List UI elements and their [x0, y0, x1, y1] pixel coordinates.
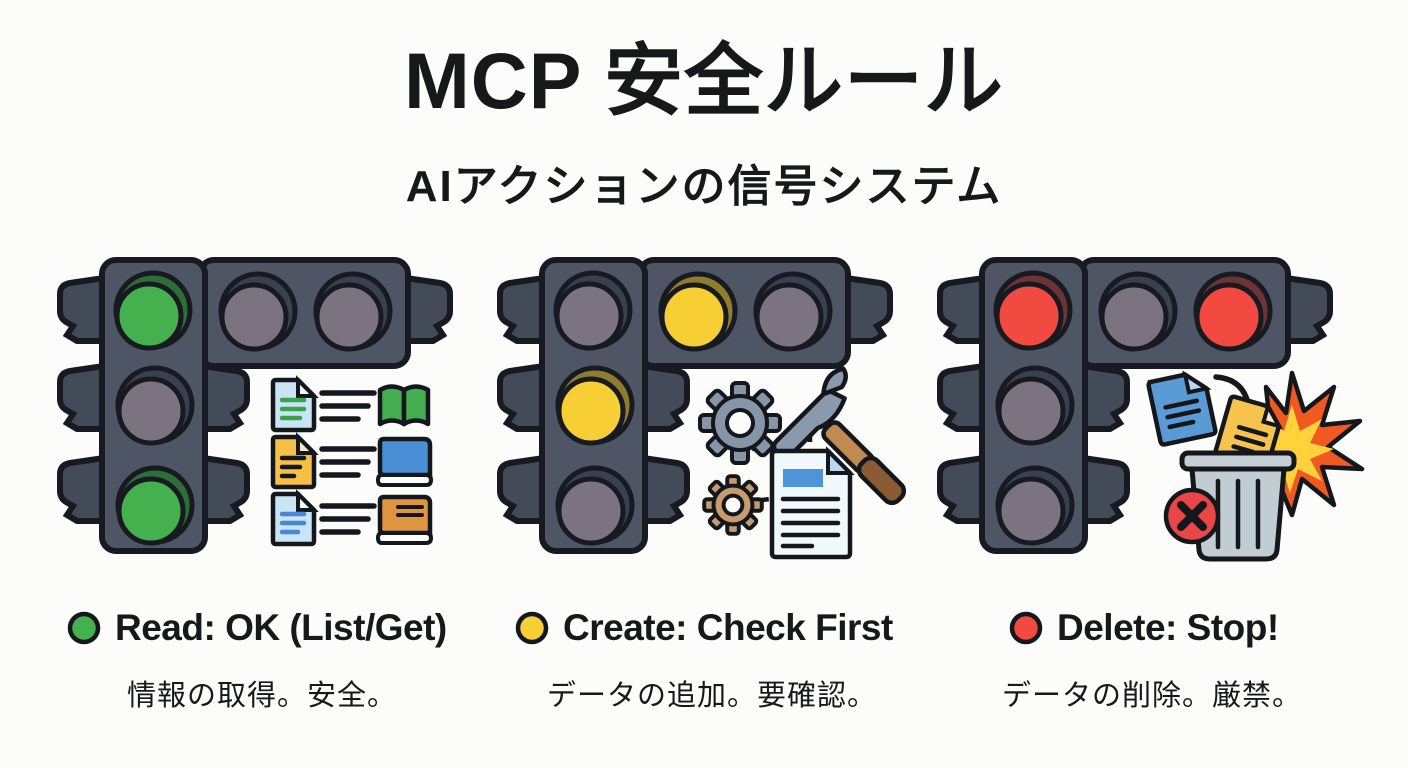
legend-label-delete: Delete: Stop! — [1057, 607, 1279, 648]
traffic-lamp — [218, 271, 298, 352]
traffic-lamp — [553, 270, 633, 351]
gear-icon — [698, 381, 782, 465]
green-dot-icon — [67, 611, 101, 645]
list-document-icon — [270, 432, 319, 490]
traffic-lamp — [995, 365, 1075, 446]
open-book-icon — [377, 384, 431, 427]
traffic-lamp — [658, 271, 738, 352]
list-document-icon — [270, 375, 319, 433]
traffic-lamp — [753, 271, 833, 352]
traffic-lamp — [555, 465, 635, 546]
legend-delete: Delete: Stop! — [1008, 606, 1279, 650]
traffic-light-create — [497, 257, 907, 560]
page-title: MCP 安全ルール — [403, 36, 1005, 125]
list-lines-icon — [319, 390, 377, 422]
list-lines-icon — [319, 446, 377, 478]
hammer-icon — [771, 366, 907, 506]
legend-label-create: Create: Check First — [563, 607, 893, 648]
closed-book-icon — [375, 436, 434, 487]
document-icon — [1146, 370, 1218, 447]
legend-dot — [1009, 611, 1043, 645]
traffic-lamp — [115, 365, 195, 446]
description-create: データの追加。要確認。 — [546, 680, 878, 712]
visor-fins — [497, 274, 893, 524]
list-lines-icon — [319, 503, 377, 535]
create-tools — [698, 366, 907, 560]
delete-warning — [1146, 370, 1365, 562]
page-subtitle: AIアクションの信号システム — [405, 162, 1003, 211]
cancel-x-icon — [1163, 487, 1221, 545]
closed-book-icon — [375, 494, 434, 545]
read-examples — [270, 375, 434, 547]
traffic-light-read — [57, 257, 453, 554]
traffic-lamp — [1193, 271, 1273, 352]
legend-label-read: Read: OK (List/Get) — [115, 607, 447, 648]
legend-create: Create: Check First — [514, 606, 893, 650]
traffic-lamp — [995, 465, 1075, 546]
visor-fins — [937, 274, 1333, 524]
description-read: 情報の取得。安全。 — [126, 680, 398, 712]
traffic-light-delete — [937, 257, 1365, 562]
traffic-lamp — [115, 465, 195, 546]
doc-header-bar — [783, 469, 823, 487]
traffic-lamp — [313, 271, 393, 352]
legend-dot — [515, 611, 549, 645]
legend-read: Read: OK (List/Get) — [66, 606, 447, 650]
traffic-lamp — [113, 270, 193, 351]
trash-can-icon — [1179, 450, 1297, 562]
legend-dot — [67, 611, 101, 645]
draft-document-icon — [769, 446, 855, 560]
traffic-lamp — [1098, 271, 1178, 352]
visor-fins — [57, 274, 453, 524]
traffic-lamp — [993, 270, 1073, 351]
description-delete: データの削除。厳禁。 — [1001, 680, 1303, 712]
red-dot-icon — [1009, 611, 1043, 645]
yellow-dot-icon — [515, 611, 549, 645]
small-gear-icon — [702, 474, 764, 536]
traffic-lamp — [555, 365, 635, 446]
list-document-icon — [270, 489, 319, 547]
